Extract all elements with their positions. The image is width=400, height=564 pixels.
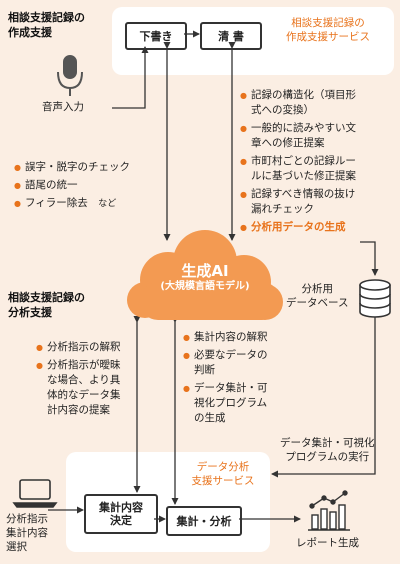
ai-cloud-text: 生成AI (大規模言語モデル) xyxy=(140,262,270,294)
data-gen-to-db-arrow xyxy=(360,241,379,276)
list-item: 必要なデータの 判断 xyxy=(183,348,268,378)
list-item: フィラー除去 など xyxy=(14,196,130,212)
ai-subtitle: (大規模言語モデル) xyxy=(160,281,250,292)
list-item-highlight: 分析用データの生成 xyxy=(240,220,356,235)
list-item: 語尾の統一 xyxy=(14,178,130,193)
decide-aggregation-box[interactable]: 集計内容 決定 xyxy=(84,494,158,534)
program-execution-label: データ集計・可視化 プログラムの実行 xyxy=(280,437,375,463)
aggregate-analyze-box[interactable]: 集計・分析 xyxy=(166,506,242,536)
db-analysis-arrow xyxy=(271,312,379,478)
laptop-icon xyxy=(12,479,58,508)
database-label: 分析用 データベース xyxy=(286,283,349,309)
pc-instruction-label: 分析指示 集計内容 選択 xyxy=(6,513,48,553)
proofreading-list: 誤字・脱字のチェック 語尾の統一 フィラー除去 など xyxy=(14,160,130,215)
ai-title: 生成AI xyxy=(181,262,229,280)
aggregation-interpretation-list: 集計内容の解釈 必要なデータの 判断 データ集計・可 視化プログラム の生成 xyxy=(183,330,268,429)
section-title-creation: 相談支援記録の 作成支援 xyxy=(8,11,85,39)
list-item: 一般的に読みやすい文 章への修正提案 xyxy=(240,121,356,151)
clean-copy-feature-list: 記録の構造化（項目形 式への変換） 一般的に読みやすい文 章への修正提案 市町村… xyxy=(240,88,356,238)
voice-input-label: 音声入力 xyxy=(42,101,84,113)
list-item: 誤字・脱字のチェック xyxy=(14,160,130,175)
list-item: 市町村ごとの記録ルー ルに基づいた修正提案 xyxy=(240,154,356,184)
cloud-shape xyxy=(127,230,283,320)
list-item: 分析指示の解釈 xyxy=(36,340,121,355)
list-item: 記録の構造化（項目形 式への変換） xyxy=(240,88,356,118)
report-chart-icon xyxy=(308,490,350,531)
list-item: 記録すべき情報の抜け 漏れチェック xyxy=(240,187,356,217)
list-item: 集計内容の解釈 xyxy=(183,330,268,345)
analysis-service-label: データ分析 支援サービス xyxy=(191,461,255,487)
section-title-analysis: 相談支援記録の 分析支援 xyxy=(8,291,85,319)
instruction-interpretation-list: 分析指示の解釈 分析指示が曖昧 な場合、より具 体的なデータ集 計内容の提案 xyxy=(36,340,121,421)
creation-service-label: 相談支援記録の 作成支援サービス xyxy=(286,17,370,43)
voice-to-draft-arrow xyxy=(112,46,149,109)
microphone-icon xyxy=(57,55,83,96)
list-item: 分析指示が曖昧 な場合、より具 体的なデータ集 計内容の提案 xyxy=(36,358,121,418)
list-suffix: など xyxy=(98,199,117,209)
database-icon xyxy=(359,279,391,318)
list-item: データ集計・可 視化プログラム の生成 xyxy=(183,381,268,426)
draft-box[interactable]: 下書き xyxy=(125,22,187,50)
report-label: レポート生成 xyxy=(296,537,359,549)
